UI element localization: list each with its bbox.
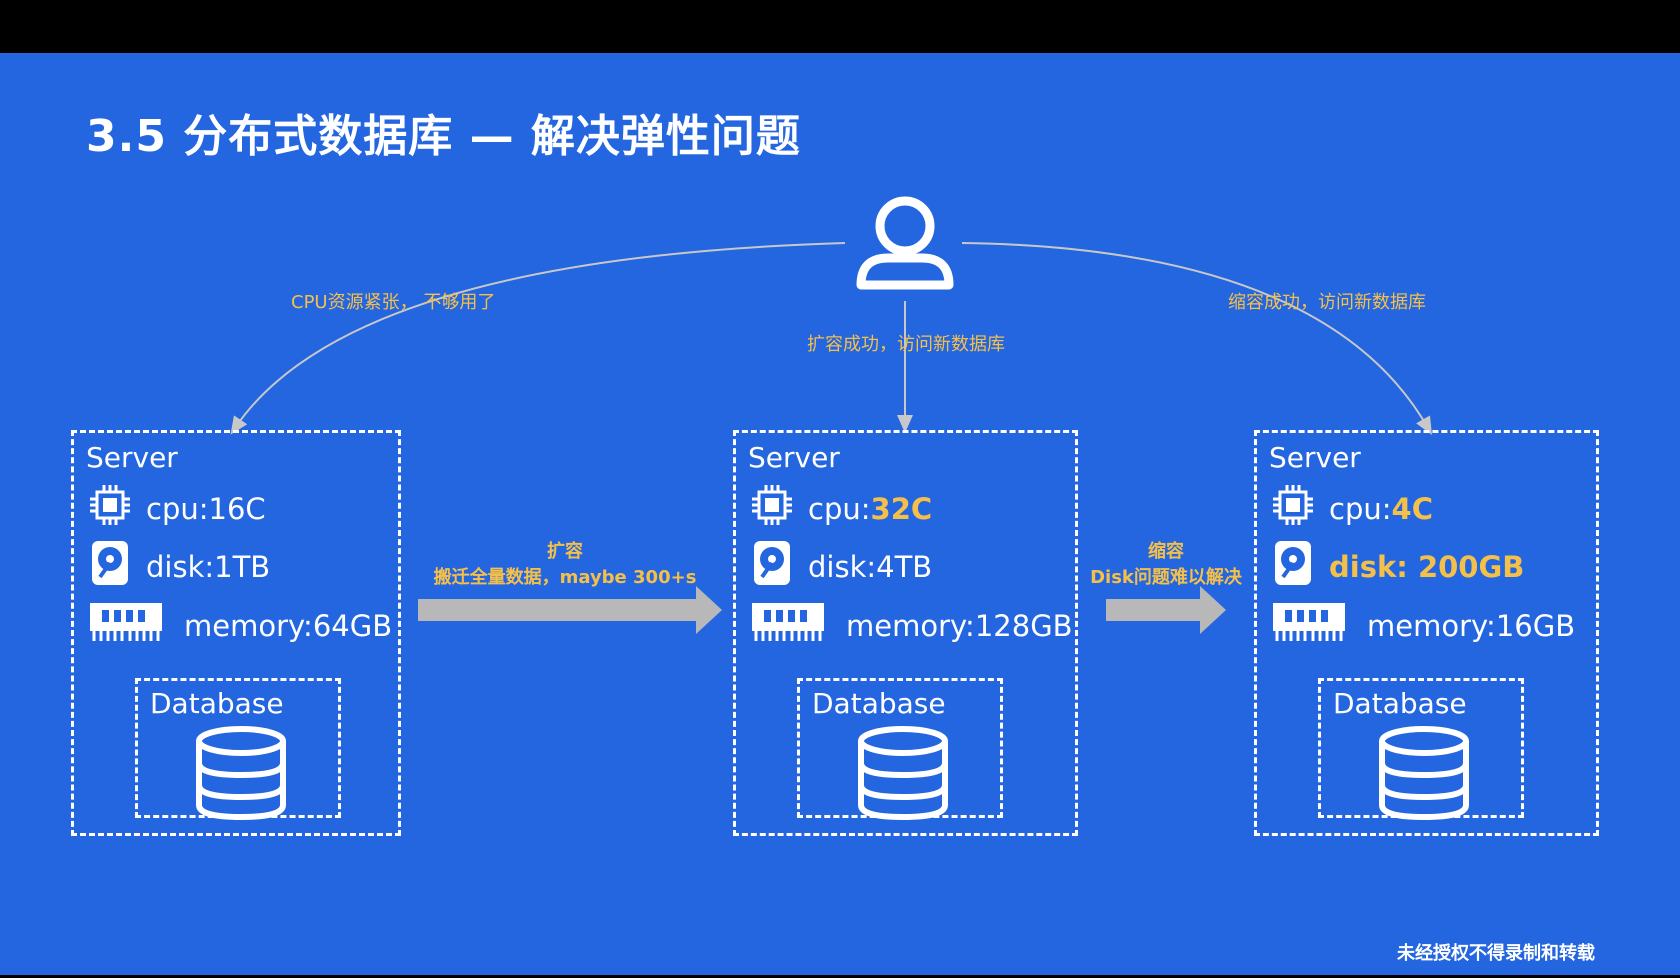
memory-icon bbox=[88, 599, 164, 652]
shrink-arrow-title: 缩容 bbox=[1148, 541, 1184, 562]
right-arc-annotation: 缩容成功，访问新数据库 bbox=[1228, 292, 1426, 313]
disk-value-highlight: disk: 200GB bbox=[1329, 549, 1525, 584]
shrink-arrow-detail: Disk问题难以解决 bbox=[1090, 567, 1242, 588]
expand-arrow bbox=[418, 586, 722, 634]
database-box: Database bbox=[135, 678, 341, 821]
disk-value: 4TB bbox=[876, 549, 933, 584]
left-arc bbox=[230, 242, 846, 435]
memory-value: 128GB bbox=[974, 608, 1073, 643]
server-label: Server bbox=[748, 441, 840, 474]
memory-row: memory: 16GB bbox=[1271, 599, 1575, 652]
cpu-icon bbox=[750, 483, 794, 534]
user-icon bbox=[856, 196, 954, 290]
cpu-prefix: cpu: bbox=[808, 491, 871, 526]
expand-arrow-title: 扩容 bbox=[547, 541, 583, 562]
server-box-2: Server cpu: 32C disk: 4TB memory: 128GB … bbox=[733, 430, 1078, 836]
cpu-value: 16C bbox=[208, 491, 266, 526]
memory-value: 16GB bbox=[1495, 608, 1576, 643]
disk-prefix: disk: bbox=[146, 549, 215, 584]
server-box-3: Server cpu: 4C disk: 200GB memory: 16GB … bbox=[1254, 430, 1599, 836]
memory-icon bbox=[750, 599, 826, 652]
disk-icon bbox=[750, 539, 794, 594]
database-icon bbox=[193, 725, 289, 825]
server-label: Server bbox=[86, 441, 178, 474]
memory-prefix: memory: bbox=[846, 608, 975, 643]
disk-row: disk: 200GB bbox=[1271, 539, 1524, 594]
disk-row: disk: 4TB bbox=[750, 539, 932, 594]
database-label: Database bbox=[1333, 687, 1467, 720]
cpu-icon bbox=[1271, 483, 1315, 534]
center-line-annotation: 扩容成功，访问新数据库 bbox=[807, 334, 1005, 355]
cpu-row: cpu: 16C bbox=[88, 483, 266, 534]
disk-prefix: disk: bbox=[808, 549, 877, 584]
expand-arrow-detail-text: 搬迁全量数据，maybe 300+s bbox=[433, 567, 697, 588]
memory-prefix: memory: bbox=[184, 608, 313, 643]
database-icon bbox=[1376, 725, 1472, 825]
database-box: Database bbox=[1318, 678, 1524, 821]
database-icon bbox=[855, 725, 951, 825]
left-arc-annotation: CPU资源紧张， 不够用了 bbox=[291, 292, 496, 313]
cpu-row: cpu: 4C bbox=[1271, 483, 1433, 534]
cpu-icon bbox=[88, 483, 132, 534]
database-box: Database bbox=[797, 678, 1003, 821]
database-label: Database bbox=[150, 687, 284, 720]
memory-icon bbox=[1271, 599, 1347, 652]
watermark: 未经授权不得录制和转载 bbox=[1397, 943, 1595, 964]
disk-row: disk: 1TB bbox=[88, 539, 270, 594]
memory-row: memory: 64GB bbox=[88, 599, 392, 652]
shrink-arrow bbox=[1106, 586, 1226, 634]
slide: 3.5 分布式数据库 — 解决弹性问题 CPU资源紧张， 不够用了 扩容成功，访… bbox=[0, 53, 1680, 978]
disk-icon bbox=[88, 539, 132, 594]
shrink-arrow-label: 缩容 Disk问题难以解决 bbox=[1078, 539, 1254, 591]
cpu-prefix: cpu: bbox=[146, 491, 209, 526]
cpu-value-highlight: 4C bbox=[1391, 491, 1433, 526]
connector-lines bbox=[230, 196, 1432, 634]
cpu-row: cpu: 32C bbox=[750, 483, 932, 534]
page-title: 3.5 分布式数据库 — 解决弹性问题 bbox=[86, 111, 801, 162]
server-label: Server bbox=[1269, 441, 1361, 474]
disk-icon bbox=[1271, 539, 1315, 594]
server-box-1: Server cpu: 16C disk: 1TB memory: 64GB D… bbox=[71, 430, 401, 836]
memory-row: memory: 128GB bbox=[750, 599, 1073, 652]
right-arc bbox=[961, 242, 1432, 435]
cpu-value-highlight: 32C bbox=[870, 491, 933, 526]
memory-prefix: memory: bbox=[1367, 608, 1496, 643]
database-label: Database bbox=[812, 687, 946, 720]
disk-value: 1TB bbox=[214, 549, 271, 584]
letterbox-bottom bbox=[0, 975, 1680, 978]
expand-arrow-label: 扩容 Disk问题难以解决 搬迁全量数据，maybe 300+s bbox=[418, 539, 712, 591]
cpu-prefix: cpu: bbox=[1329, 491, 1392, 526]
memory-value: 64GB bbox=[312, 608, 393, 643]
